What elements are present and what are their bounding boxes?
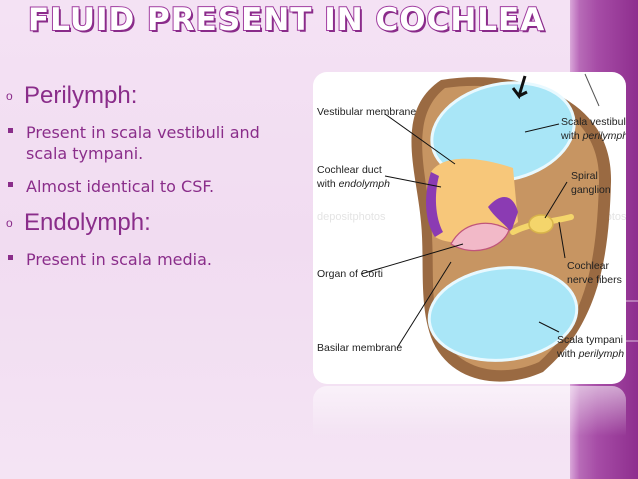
square-bullet-icon xyxy=(8,255,13,260)
circle-bullet-icon: o xyxy=(6,89,13,103)
label-endolymph: endolymph xyxy=(338,178,390,190)
bullet-heading-endolymph: o Endolymph: xyxy=(6,209,306,237)
cochlea-diagram: depositphotos depositphotos depositphoto… xyxy=(313,72,626,384)
label-prefix: with xyxy=(557,348,579,360)
label-perilymph: perilymph xyxy=(582,130,626,142)
bullet-heading-text: Endolymph: xyxy=(24,209,151,236)
label-nerve-fibers: nerve fibers xyxy=(567,274,622,286)
label-with-perilymph: with perilymph xyxy=(561,130,626,143)
bullet-heading-text: Perilymph: xyxy=(24,82,138,109)
label-cochlear-duct: Cochlear duct xyxy=(317,164,382,176)
label-with-endolymph: with endolymph xyxy=(317,178,390,191)
spiral-ganglion xyxy=(528,214,554,234)
bullet-item: Almost identical to CSF. xyxy=(6,176,306,197)
circle-bullet-icon: o xyxy=(6,216,13,230)
arrow-down-icon xyxy=(511,75,528,100)
organ-of-corti xyxy=(450,222,510,252)
slide-title: FLUID PRESENT IN COCHLEA xyxy=(27,1,546,39)
label-spiral: Spiral xyxy=(571,170,598,182)
label-vestibular-membrane: Vestibular membrane xyxy=(317,106,417,118)
bullet-item-text: Almost identical to CSF. xyxy=(26,177,215,196)
bullet-list: o Perilymph: Present in scala vestibuli … xyxy=(6,82,306,282)
square-bullet-icon xyxy=(8,182,13,187)
stria-vascularis xyxy=(426,172,443,237)
label-with-perilymph-2: with perilymph xyxy=(557,348,624,361)
bullet-item: Present in scala media. xyxy=(6,249,306,270)
label-perilymph: perilymph xyxy=(578,348,625,360)
label-organ-of-corti: Organ of Corti xyxy=(317,268,383,280)
spiral-limbus xyxy=(488,196,518,232)
label-ganglion: ganglion xyxy=(571,184,611,196)
scala-tympani xyxy=(427,266,579,362)
cochlea-cross-section-illustration: depositphotos depositphotos depositphoto… xyxy=(317,73,626,382)
pointer-line xyxy=(584,73,600,107)
label-prefix: with xyxy=(561,130,583,142)
bullet-item-text: Present in scala vestibuli and scala tym… xyxy=(26,123,260,163)
leader-lines xyxy=(360,113,568,349)
bullet-item-text: Present in scala media. xyxy=(26,250,212,269)
label-cochlear: Cochlear xyxy=(567,260,610,272)
label-prefix: with xyxy=(317,178,339,190)
bullet-item: Present in scala vestibuli and scala tym… xyxy=(6,122,306,164)
label-scala-vestibuli: Scala vestibuli xyxy=(561,116,626,128)
figure-reflection xyxy=(313,386,626,436)
square-bullet-icon xyxy=(8,128,13,133)
bullet-heading-perilymph: o Perilymph: xyxy=(6,82,306,110)
cochlear-duct xyxy=(431,158,518,243)
label-basilar-membrane: Basilar membrane xyxy=(317,342,403,354)
label-scala-tympani: Scala tympani xyxy=(557,334,623,346)
watermark-text: depositphotos xyxy=(317,211,386,223)
